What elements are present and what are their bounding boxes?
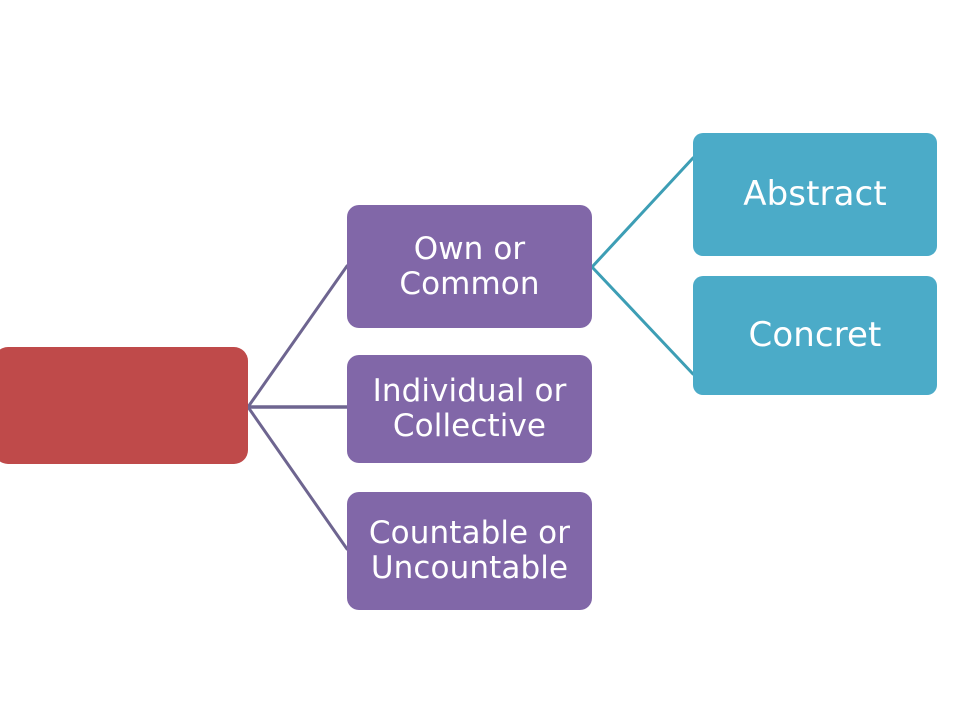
branch-individual-or-collective[interactable]: Individual or Collective [347, 355, 592, 463]
branch-own-or-common[interactable]: Own or Common [347, 205, 592, 328]
leaf-abstract[interactable]: Abstract [693, 133, 937, 256]
branch-individual-or-collective-label: Individual or Collective [372, 373, 567, 444]
connector-own-or-common-to-concret [590, 265, 695, 376]
branch-countable-or-uncountable-label: Countable or Uncountable [368, 515, 571, 586]
leaf-concret[interactable]: Concret [693, 276, 937, 395]
connector-root-to-own-or-common [246, 264, 349, 409]
root-node[interactable] [0, 347, 248, 464]
branch-own-or-common-label: Own or Common [399, 230, 540, 302]
connector-root-to-countable-or-uncountable [246, 405, 349, 551]
leaf-concret-label: Concret [748, 315, 882, 356]
leaf-abstract-label: Abstract [743, 174, 887, 215]
connector-own-or-common-to-abstract [590, 156, 695, 269]
branch-countable-or-uncountable[interactable]: Countable or Uncountable [347, 492, 592, 610]
